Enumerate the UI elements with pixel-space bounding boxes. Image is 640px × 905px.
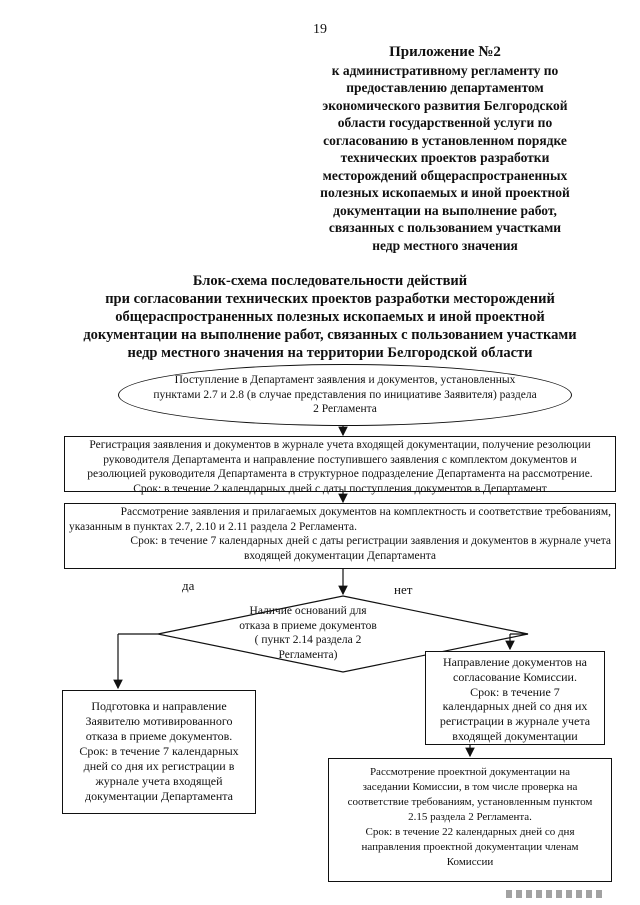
commission-send-line: согласование Комиссии. <box>453 669 577 684</box>
commission-send-line: регистрации в журнале учета <box>439 714 591 729</box>
flowchart-title: Блок-схема последовательности действий п… <box>60 272 600 362</box>
registration-line: руководителя Департамента и направление … <box>103 453 577 466</box>
commission-review-line: Комиссии <box>446 856 494 868</box>
review-line: Рассмотрение заявления и прилагаемых док… <box>120 506 611 518</box>
flowchart-title-line: Блок-схема последовательности действий <box>192 273 468 289</box>
decision-line: ( пункт 2.14 раздела 2 <box>254 634 362 646</box>
scan-artifact <box>506 890 606 898</box>
commission-review-line: заседании Комиссии, в том числе проверка… <box>362 781 578 793</box>
flowchart-title-line: общераспространенных полезных ископаемых… <box>115 309 545 325</box>
registration-line: Срок: в течение 2 календарных дней с дат… <box>133 482 547 495</box>
commission-review-line: 2.15 раздела 2 Регламента. <box>408 811 532 823</box>
appendix-line: к административному регламенту по <box>331 62 559 78</box>
appendix-line: недр местного значения <box>372 237 518 253</box>
refusal-line: Подготовка и направление <box>91 699 227 713</box>
start-line: Поступление в Департамент заявления и до… <box>174 374 516 387</box>
appendix-line: месторождений общераспространенных <box>322 167 568 183</box>
appendix-line: полезных ископаемых и иной проектной <box>320 185 570 200</box>
page-number: 19 <box>313 22 327 37</box>
flowchart-title-line: документации на выполнение работ, связан… <box>83 327 577 343</box>
decision-text: Наличие оснований для отказа в приеме до… <box>228 604 388 662</box>
refusal-line: журнале учета входящей <box>95 774 223 788</box>
commission-send-line: входящей документации <box>452 728 578 743</box>
start-ellipse: Поступление в Департамент заявления и до… <box>118 364 572 426</box>
commission-send-line: Срок: в течение 7 <box>470 684 560 699</box>
branch-yes-label: да <box>182 578 195 593</box>
appendix-line: связанных с пользованием участками <box>328 220 562 235</box>
registration-box: Регистрация заявления и документов в жур… <box>64 436 616 495</box>
commission-review-line: Рассмотрение проектной документации на <box>369 766 571 778</box>
appendix-header: Приложение №2 к административному реглам… <box>300 44 590 254</box>
start-line: 2 Регламента <box>313 403 377 416</box>
appendix-line: предоставлению департаментом <box>346 80 544 95</box>
commission-send-line: календарных дней со дня их <box>442 699 588 714</box>
review-box: Рассмотрение заявления и прилагаемых док… <box>64 503 616 569</box>
refusal-line: Заявителю мотивированного <box>85 714 233 728</box>
refusal-line: Срок: в течение 7 календарных <box>79 744 239 758</box>
decision-line: Наличие оснований для <box>249 605 367 617</box>
commission-review-line: направления проектной документации члена… <box>361 841 579 853</box>
commission-review-line: Срок: в течение 22 календарных дней со д… <box>365 826 575 838</box>
flowchart-title-line: недр местного значения на территории Бел… <box>127 345 533 361</box>
refusal-box: Подготовка и направление Заявителю мотив… <box>62 690 256 814</box>
commission-review-box: Рассмотрение проектной документации на з… <box>328 758 612 882</box>
start-line: пунктами 2.7 и 2.8 (в случае представлен… <box>153 388 537 401</box>
review-line: входящей документации Департамента <box>243 549 437 562</box>
review-line: Срок: в течение 7 календарных дней с дат… <box>130 535 611 547</box>
flowchart-title-line: при согласовании технических проектов ра… <box>105 291 555 307</box>
registration-line: Регистрация заявления и документов в жур… <box>89 439 591 451</box>
refusal-line: дней со дня их регистрации в <box>83 759 235 773</box>
appendix-line: документации на выполнение работ, <box>333 202 557 218</box>
decision-line: отказа в приеме документов <box>239 619 377 632</box>
commission-send-box: Направление документов на согласование К… <box>425 651 605 745</box>
decision-line: Регламента) <box>278 648 338 661</box>
appendix-line: согласованию в установленном порядке <box>323 132 567 148</box>
appendix-line: области государственной услуги по <box>337 115 553 130</box>
appendix-title: Приложение №2 <box>389 44 501 60</box>
registration-line: резолюцией руководителя Департамента в с… <box>87 468 593 480</box>
appendix-line: технических проектов разработки <box>340 150 550 165</box>
refusal-line: отказа в приеме документов. <box>85 729 233 743</box>
commission-review-line: соответствие требованиям, установленным … <box>347 796 593 808</box>
branch-no-label: нет <box>394 582 413 597</box>
refusal-line: документации Департамента <box>85 789 233 803</box>
appendix-line: экономического развития Белгородской <box>322 97 568 113</box>
commission-send-line: Направление документов на <box>442 655 588 669</box>
review-line: указанным в пунктах 2.7, 2.10 и 2.11 раз… <box>69 520 358 533</box>
